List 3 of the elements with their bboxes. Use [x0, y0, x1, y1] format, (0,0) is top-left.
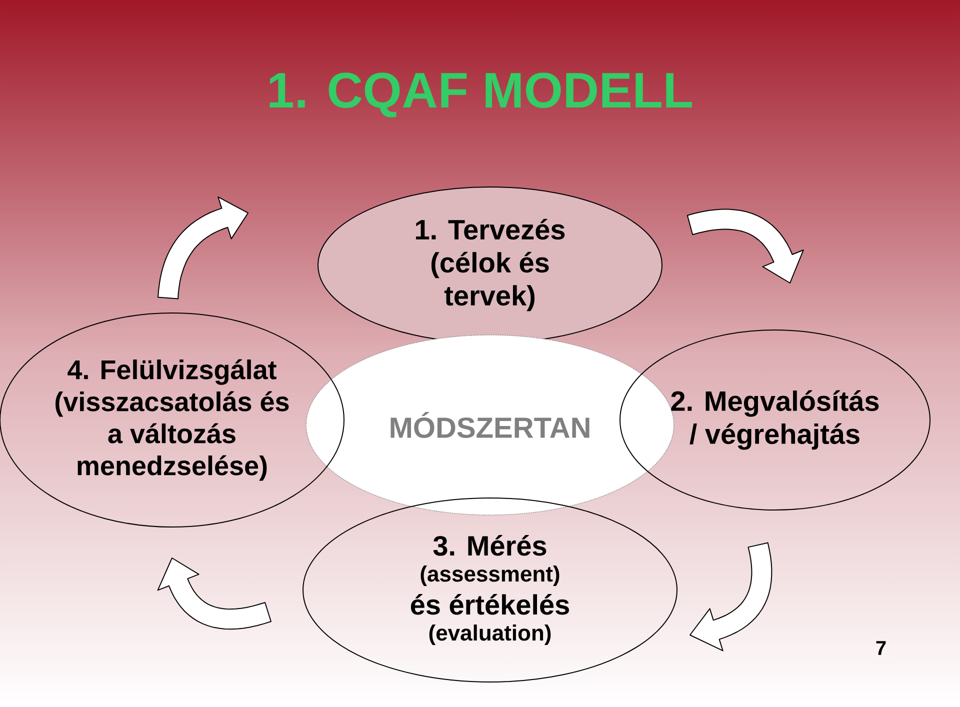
page-number: 7	[876, 641, 886, 655]
title: 1. CQAF MODELL	[270, 72, 692, 118]
curved-arrow	[690, 542, 772, 652]
